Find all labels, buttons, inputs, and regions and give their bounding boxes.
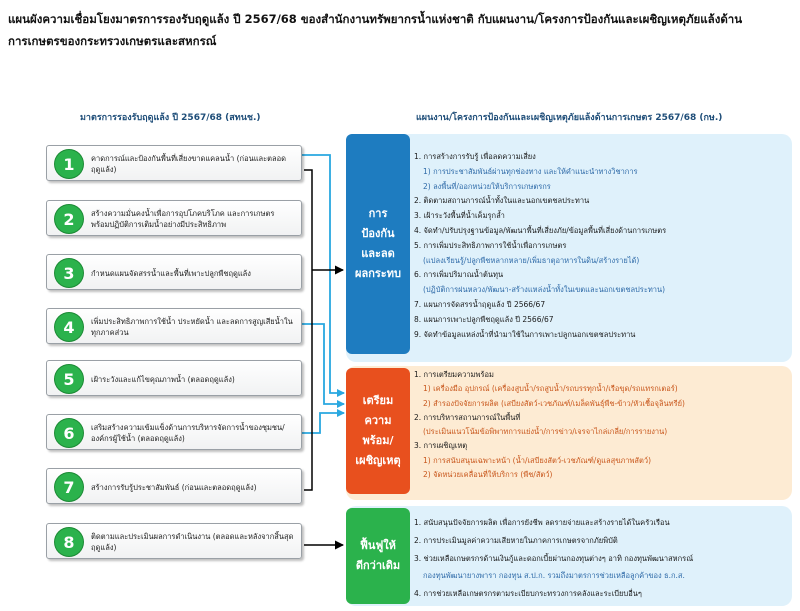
measure-1: 1 คาดการณ์และป้องกันพื้นที่เสี่ยงขาดแคลน… (46, 145, 302, 181)
measure-text: ติดตามและประเมินผลการดำเนินงาน (ตลอดและห… (91, 532, 294, 552)
phase-list-item: (แปลงเรียนรู้/ปลูกพืชหลากหลาย/เพิ่มธาตุอ… (423, 255, 640, 265)
prevention-item-list: 1. การสร้างการรับรู้ เพื่อลดความเสี่ยง 1)… (414, 150, 786, 342)
phase-prevention-label: การ ป้องกัน และลด ผลกระทบ (346, 134, 410, 354)
measure-2: 2 สร้างความมั่นคงน้ำเพื่อการอุปโภคบริโภค… (46, 200, 302, 236)
measure-3: 3 กำหนดแผนจัดสรรน้ำและพื้นที่เพาะปลูกพืช… (46, 254, 302, 290)
measure-text: เฝ้าระวังและแก้ไขคุณภาพน้ำ (ตลอดฤดูแล้ง) (91, 374, 235, 384)
phase-list-item: 1. สนับสนุนปัจจัยการผลิต เพื่อการยังชีพ … (414, 518, 670, 527)
phase-list-item: 6. การเพิ่มปริมาณน้ำต้นทุน (414, 270, 504, 280)
phase-list-item: 3. การเผชิญเหตุ (414, 441, 468, 451)
measure-number-badge: 6 (55, 419, 83, 447)
phase-list-item: 5. การเพิ่มประสิทธิภาพการใช้น้ำเพื่อการเ… (414, 240, 567, 250)
phase-list-item: 9. จัดทำข้อมูลแหล่งน้ำที่นำมาใช้ในการเพา… (414, 329, 636, 339)
measure-number-badge: 7 (55, 473, 83, 501)
measure-6: 6 เสริมสร้างความเข้มแข็งด้านการบริหารจัด… (46, 414, 302, 450)
phase-list-item: 2. การประเมินมูลค่าความเสียหายในภาคการเก… (414, 535, 618, 545)
recovery-panel (346, 506, 792, 606)
phase-list-item: 2) จัดหน่วยเคลื่อนที่ให้บริการ (พืช/สัตว… (423, 470, 553, 480)
phase-list-item: 2. การบริหารสถานการณ์ในพื้นที่ (414, 412, 521, 422)
measure-7: 7 สร้างการรับรู้ประชาสัมพันธ์ (ก่อนและตล… (46, 468, 302, 504)
recovery-item-list: 1. สนับสนุนปัจจัยการผลิต เพื่อการยังชีพ … (414, 514, 786, 603)
measure-8: 8 ติดตามและประเมินผลการดำเนินงาน (ตลอดแล… (46, 523, 302, 559)
phase-recovery-label: ฟื้นฟูให้ ดีกว่าเดิม (346, 508, 410, 604)
phase-list-item: 1) การสนับสนุนเฉพาะหน้า (น้ำ/เสบียงสัตว์… (423, 455, 652, 465)
diagram-title: แผนผังความเชื่อมโยงมาตรการรองรับฤดูแล้ง … (8, 12, 743, 48)
preparedness-item-list: 1. การเตรียมความพร้อม 1) เครื่องมือ อุปกร… (414, 368, 786, 482)
phase-list-item: 4. การช่วยเหลือเกษตรกรตามระเบียบกระทรวงก… (414, 589, 642, 599)
phase-list-item: 2. ติดตามสถานการณ์น้ำทั้งในและนอกเขตชลปร… (414, 196, 590, 206)
phase-list-item: กองทุนพัฒนายางพารา กองทุน ส.ป.ก. รวมถึงม… (423, 571, 685, 581)
right-column-header: แผนงาน/โครงการป้องกันและเผชิญเหตุภัยแล้ง… (416, 113, 723, 123)
measure-number-badge: 1 (55, 150, 83, 178)
prevention-panel (346, 134, 792, 362)
measure-number-badge: 4 (55, 313, 83, 341)
left-column-header: มาตรการรองรับฤดูแล้ง ปี 2567/68 (สทนช.) (80, 113, 261, 123)
phase-list-item: 3. ช่วยเหลือเกษตรกรด้านเงินกู้และดอกเบี้… (414, 553, 694, 563)
phase-list-item: 7. แผนการจัดสรรน้ำฤดูแล้ง ปี 2566/67 (414, 299, 546, 309)
measure-text: เพิ่มประสิทธิภาพการใช้น้ำ ประหยัดน้ำ และ… (91, 317, 293, 337)
phase-list-item: (ประเมินแนวโน้มข้อพิพาทการแย่งน้ำ/การข่า… (423, 427, 668, 437)
measure-text: สร้างความมั่นคงน้ำเพื่อการอุปโภคบริโภค แ… (91, 209, 275, 229)
preparedness-panel (346, 366, 792, 500)
connector-m4-prepare (302, 323, 345, 408)
measure-text: กำหนดแผนจัดสรรน้ำและพื้นที่เพาะปลูกพืชฤด… (91, 268, 251, 278)
phase-list-item: 1. การสร้างการรับรู้ เพื่อลดความเสี่ยง (414, 152, 536, 161)
phase-list-item: 1) การประชาสัมพันธ์ผ่านทุกช่องทาง และให้… (423, 166, 638, 176)
phase-list-item: 3. เฝ้าระวังพื้นที่น้ำเค็มรุกล้ำ (414, 211, 505, 221)
measure-text: คาดการณ์และป้องกันพื้นที่เสี่ยงขาดแคลนน้… (91, 154, 287, 174)
phase-list-item: (ปฏิบัติการฝนหลวง/พัฒนา-สร้างแหล่งน้ำทั้… (423, 285, 666, 295)
measure-number-badge: 8 (55, 528, 83, 556)
phase-list-item: 2) ลงพื้นที่/ออกหน่วยให้บริการเกษตรกร (423, 181, 551, 191)
measure-4: 4 เพิ่มประสิทธิภาพการใช้น้ำ ประหยัดน้ำ แ… (46, 308, 302, 344)
connector-m6-prepare (302, 409, 345, 434)
phase-preparedness-label: เตรียม ความ พร้อม/ เผชิญเหตุ (346, 368, 410, 494)
bracket-measures-1-7 (304, 169, 313, 491)
measure-text: เสริมสร้างความเข้มแข็งด้านการบริหารจัดกา… (91, 423, 285, 443)
phase-list-item: 8. แผนการเพาะปลูกพืชฤดูแล้ง ปี 2566/67 (414, 314, 554, 324)
measure-text: สร้างการรับรู้ประชาสัมพันธ์ (ก่อนและตลอด… (91, 482, 257, 492)
connector-m1-prepare (302, 154, 345, 397)
measure-number-badge: 3 (55, 259, 83, 287)
phase-list-item: 1. การเตรียมความพร้อม (414, 370, 494, 379)
measure-number-badge: 5 (55, 365, 83, 393)
measure-number-badge: 2 (55, 205, 83, 233)
measure-5: 5 เฝ้าระวังและแก้ไขคุณภาพน้ำ (ตลอดฤดูแล้… (46, 360, 302, 396)
phase-list-item: 2) สำรองปัจจัยการผลิต (เสบียงสัตว์-เวชภั… (423, 398, 685, 408)
phase-list-item: 1) เครื่องมือ อุปกรณ์ (เครื่องสูบน้ำ/รถส… (423, 384, 678, 394)
phase-list-item: 4. จัดทำ/ปรับปรุงฐานข้อมูล/พัฒนาพื้นที่เ… (414, 225, 667, 235)
